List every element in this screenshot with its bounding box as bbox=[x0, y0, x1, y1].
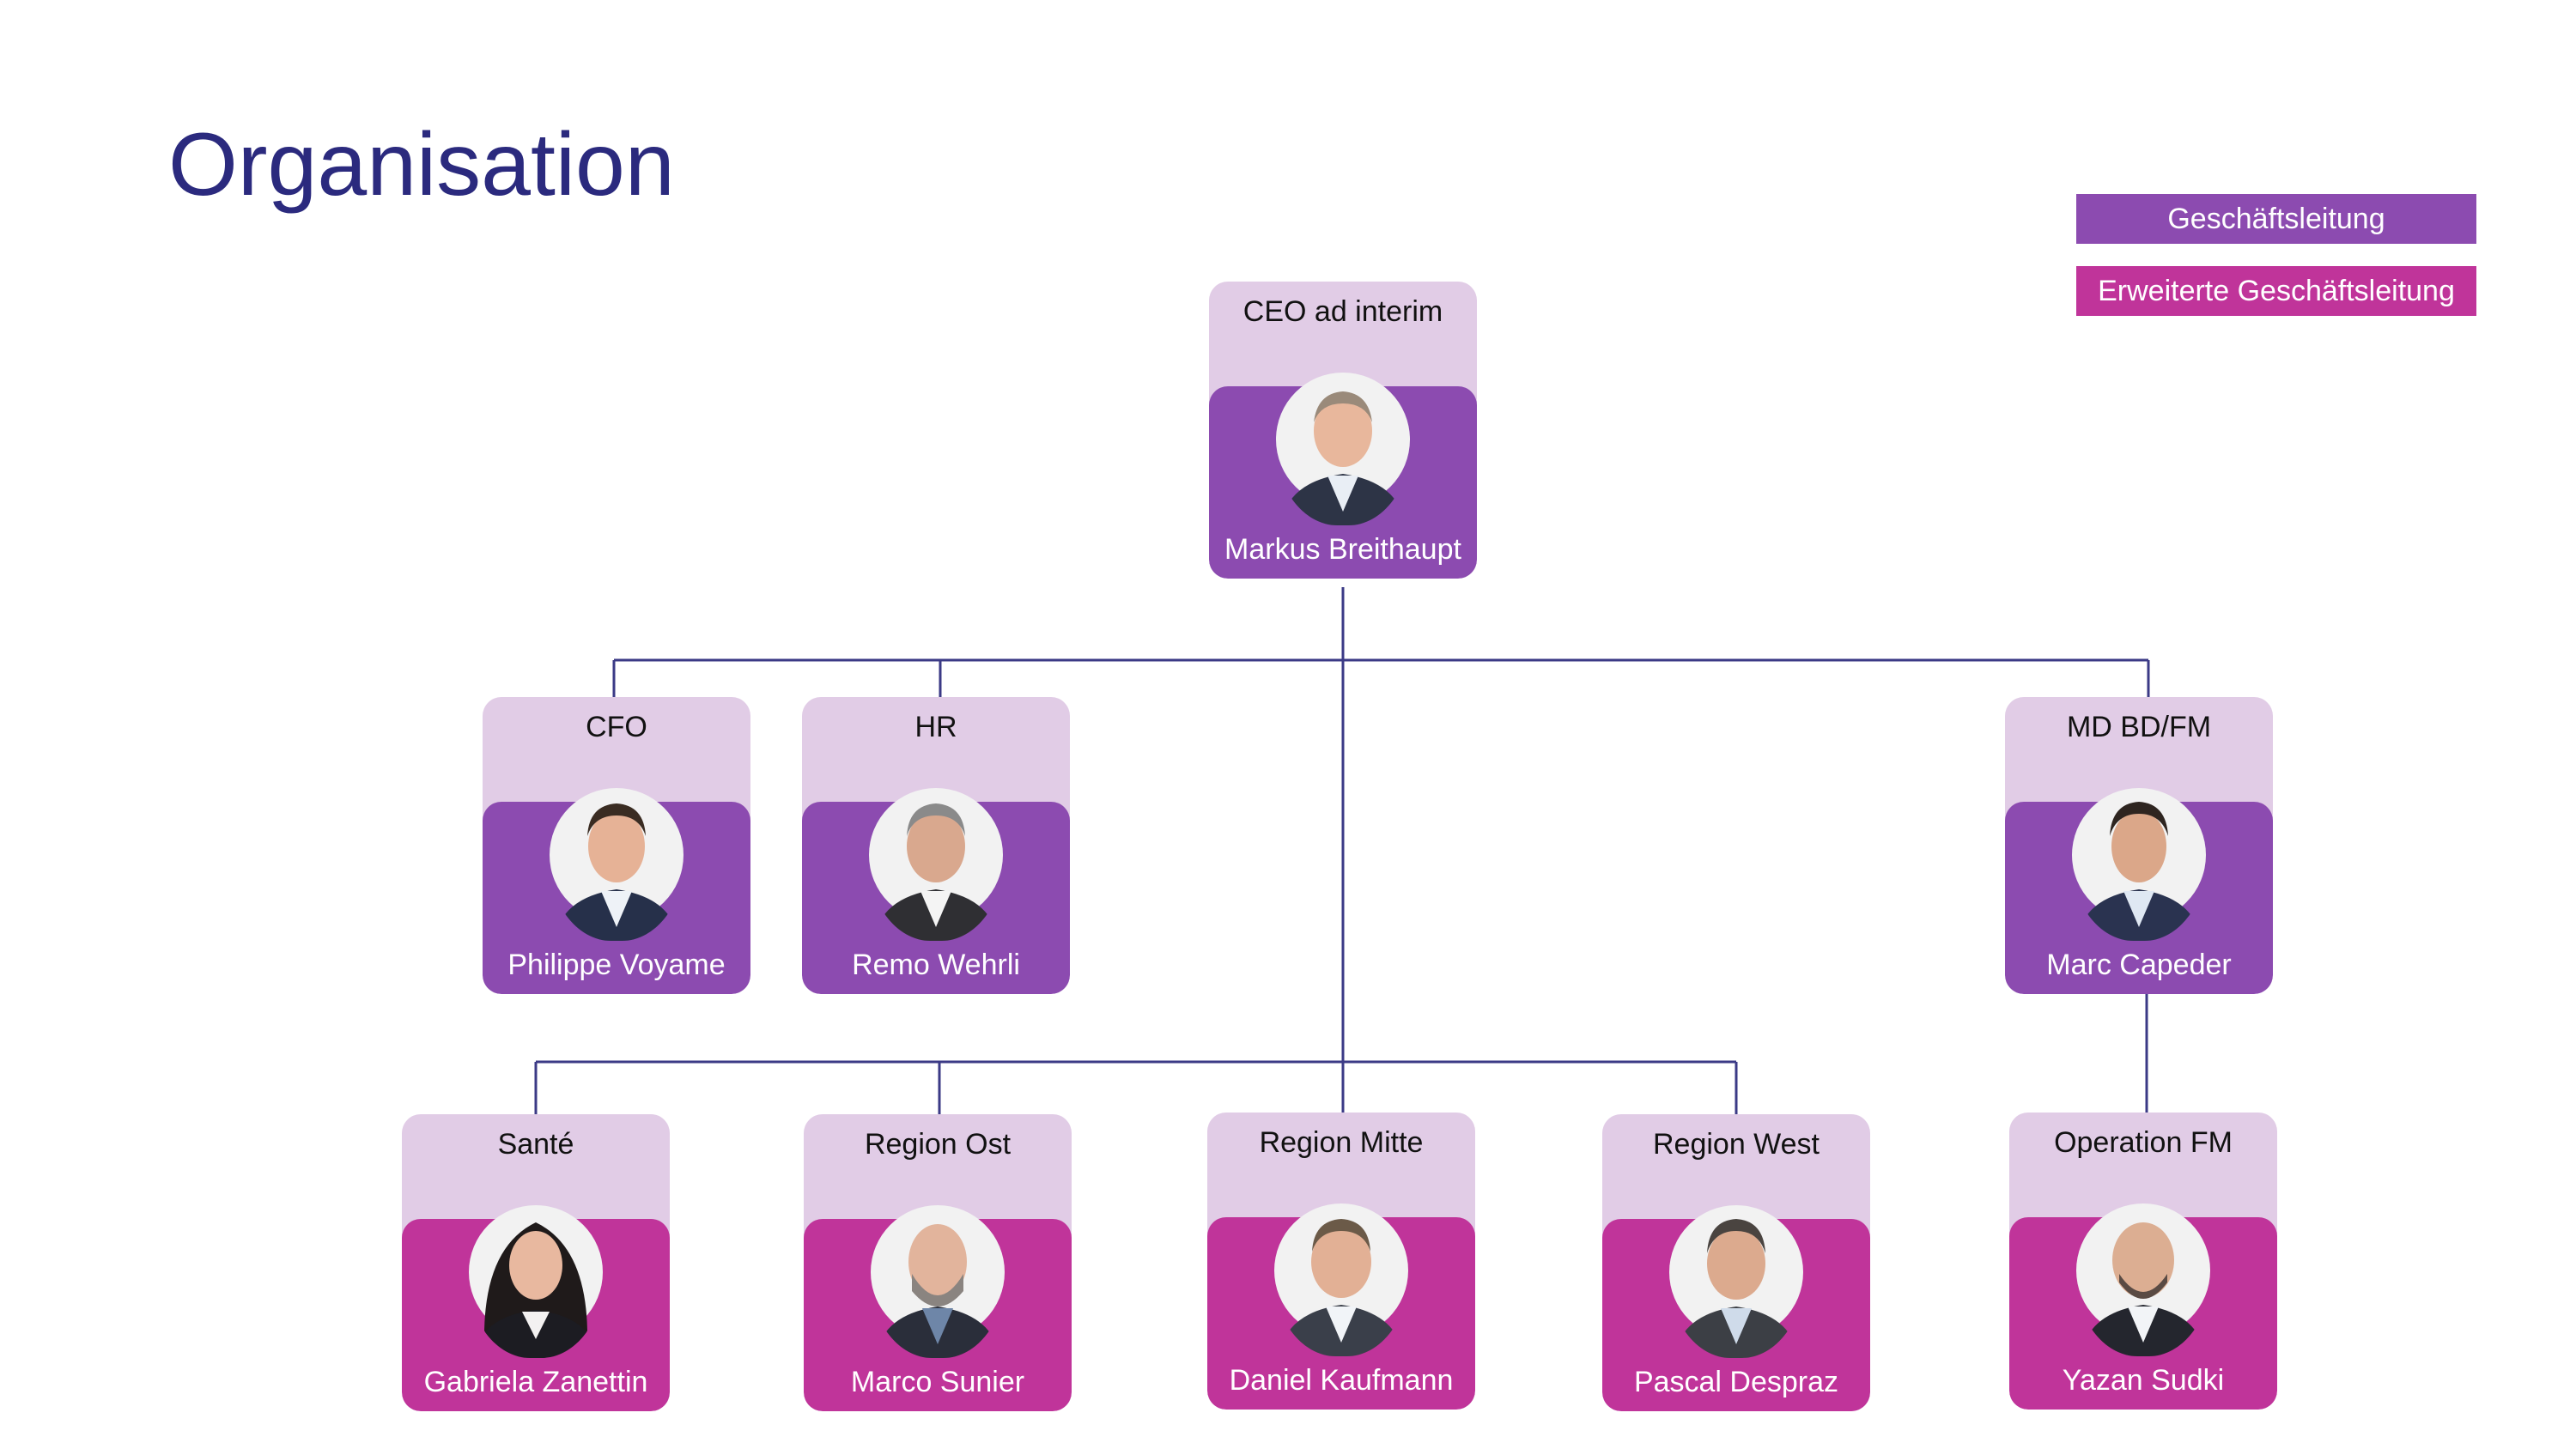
portrait-photo bbox=[1668, 1171, 1805, 1358]
portrait-photo bbox=[548, 754, 685, 941]
org-card-hr: HR Remo Wehrli bbox=[802, 697, 1070, 994]
portrait-photo bbox=[1273, 1169, 1410, 1356]
org-card-region-mitte: Region Mitte Daniel Kaufmann bbox=[1207, 1113, 1475, 1410]
org-card-ceo: CEO ad interim Markus Breithaupt bbox=[1209, 282, 1477, 579]
portrait-photo bbox=[1274, 338, 1412, 525]
card-name: Pascal Despraz bbox=[1633, 1366, 1839, 1398]
card-role: Santé bbox=[497, 1128, 574, 1161]
card-name: Markus Breithaupt bbox=[1224, 533, 1461, 566]
org-card-region-ost: Region Ost Marco Sunier bbox=[804, 1114, 1072, 1411]
page-title: Organisation bbox=[168, 115, 675, 215]
card-role: Operation FM bbox=[2054, 1126, 2233, 1159]
card-name: Gabriela Zanettin bbox=[423, 1366, 648, 1398]
org-card-operation-fm: Operation FM Yazan Sudki bbox=[2009, 1113, 2277, 1410]
org-card-sante: Santé Gabriela Zanettin bbox=[402, 1114, 670, 1411]
card-name: Daniel Kaufmann bbox=[1229, 1364, 1454, 1397]
card-role: CEO ad interim bbox=[1242, 295, 1443, 328]
card-role: HR bbox=[914, 711, 957, 743]
card-role: Region West bbox=[1652, 1128, 1820, 1161]
card-role: Region Ost bbox=[864, 1128, 1012, 1161]
portrait-photo bbox=[467, 1171, 605, 1358]
portrait-photo bbox=[2075, 1169, 2212, 1356]
portrait-photo bbox=[2070, 754, 2208, 941]
card-name: Philippe Voyame bbox=[507, 949, 726, 981]
card-role: MD BD/FM bbox=[2066, 711, 2212, 743]
card-name: Marc Capeder bbox=[2046, 949, 2232, 981]
legend-extended-management: Erweiterte Geschäftsleitung bbox=[2076, 266, 2476, 316]
card-role: Region Mitte bbox=[1259, 1126, 1424, 1159]
org-card-md: MD BD/FM Marc Capeder bbox=[2005, 697, 2273, 994]
portrait-photo bbox=[867, 754, 1005, 941]
org-card-cfo: CFO Philippe Voyame bbox=[483, 697, 750, 994]
card-name: Yazan Sudki bbox=[2062, 1364, 2225, 1397]
org-card-region-west: Region West Pascal Despraz bbox=[1602, 1114, 1870, 1411]
card-name: Remo Wehrli bbox=[852, 949, 1020, 981]
card-name: Marco Sunier bbox=[850, 1366, 1025, 1398]
portrait-photo bbox=[869, 1171, 1006, 1358]
legend-management: Geschäftsleitung bbox=[2076, 194, 2476, 244]
card-role: CFO bbox=[586, 711, 647, 743]
